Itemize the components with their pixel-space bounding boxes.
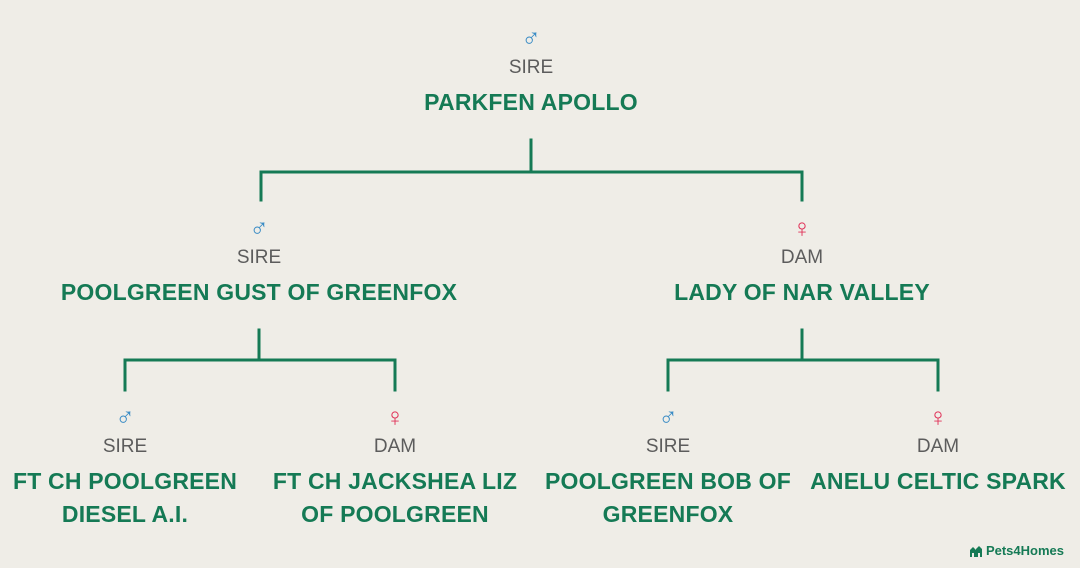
node-name: FT CH JACKSHEA LIZ OF POOLGREEN [265, 465, 525, 531]
node-name-line2: DIESEL A.I. [61, 501, 189, 527]
node-sire: ♂ SIRE POOLGREEN GUST OF GREENFOX [49, 214, 469, 309]
node-role: DAM [373, 436, 417, 457]
female-icon: ♀ [385, 402, 405, 432]
node-name: ANELU CELTIC SPARK [808, 465, 1068, 498]
brand-logo-text: Pets4Homes [985, 543, 1064, 558]
node-name: FT CH POOLGREEN DIESEL A.I. [5, 465, 245, 531]
female-icon: ♀ [928, 402, 948, 432]
node-role: DAM [780, 247, 824, 268]
node-dam-sire: ♂ SIRE POOLGREEN BOB OF GREENFOX [543, 403, 793, 531]
node-sire-dam: ♀ DAM FT CH JACKSHEA LIZ OF POOLGREEN [265, 403, 525, 531]
female-icon: ♀ [792, 213, 812, 243]
pets4homes-logo-icon [969, 545, 982, 557]
brand-logo: Pets4Homes [969, 543, 1064, 558]
node-name: PARKFEN APOLLO [424, 89, 638, 115]
node-name-line2: GREENFOX [602, 501, 734, 527]
male-icon: ♂ [249, 213, 269, 243]
node-name: POOLGREEN GUST OF GREENFOX [60, 279, 458, 305]
node-role: SIRE [236, 247, 282, 268]
node-name-line1: FT CH POOLGREEN [12, 468, 238, 494]
node-name-line1: ANELU CELTIC SPARK [810, 468, 1066, 494]
male-icon: ♂ [521, 23, 541, 53]
node-dam-dam: ♀ DAM ANELU CELTIC SPARK [808, 403, 1068, 498]
node-name-line2: OF POOLGREEN [301, 501, 489, 527]
node-role: SIRE [645, 436, 691, 457]
node-name: LADY OF NAR VALLEY [674, 279, 930, 305]
node-root: ♂ SIRE PARKFEN APOLLO [401, 24, 661, 119]
node-name: POOLGREEN BOB OF GREENFOX [543, 465, 793, 531]
node-role: SIRE [508, 57, 554, 78]
node-dam: ♀ DAM LADY OF NAR VALLEY [652, 214, 952, 309]
male-icon: ♂ [658, 402, 678, 432]
male-icon: ♂ [115, 402, 135, 432]
node-role: SIRE [102, 436, 148, 457]
node-name-line1: FT CH JACKSHEA LIZ [272, 468, 518, 494]
node-name-line1: POOLGREEN BOB OF [545, 468, 791, 494]
node-role: DAM [916, 436, 960, 457]
node-sire-sire: ♂ SIRE FT CH POOLGREEN DIESEL A.I. [5, 403, 245, 531]
